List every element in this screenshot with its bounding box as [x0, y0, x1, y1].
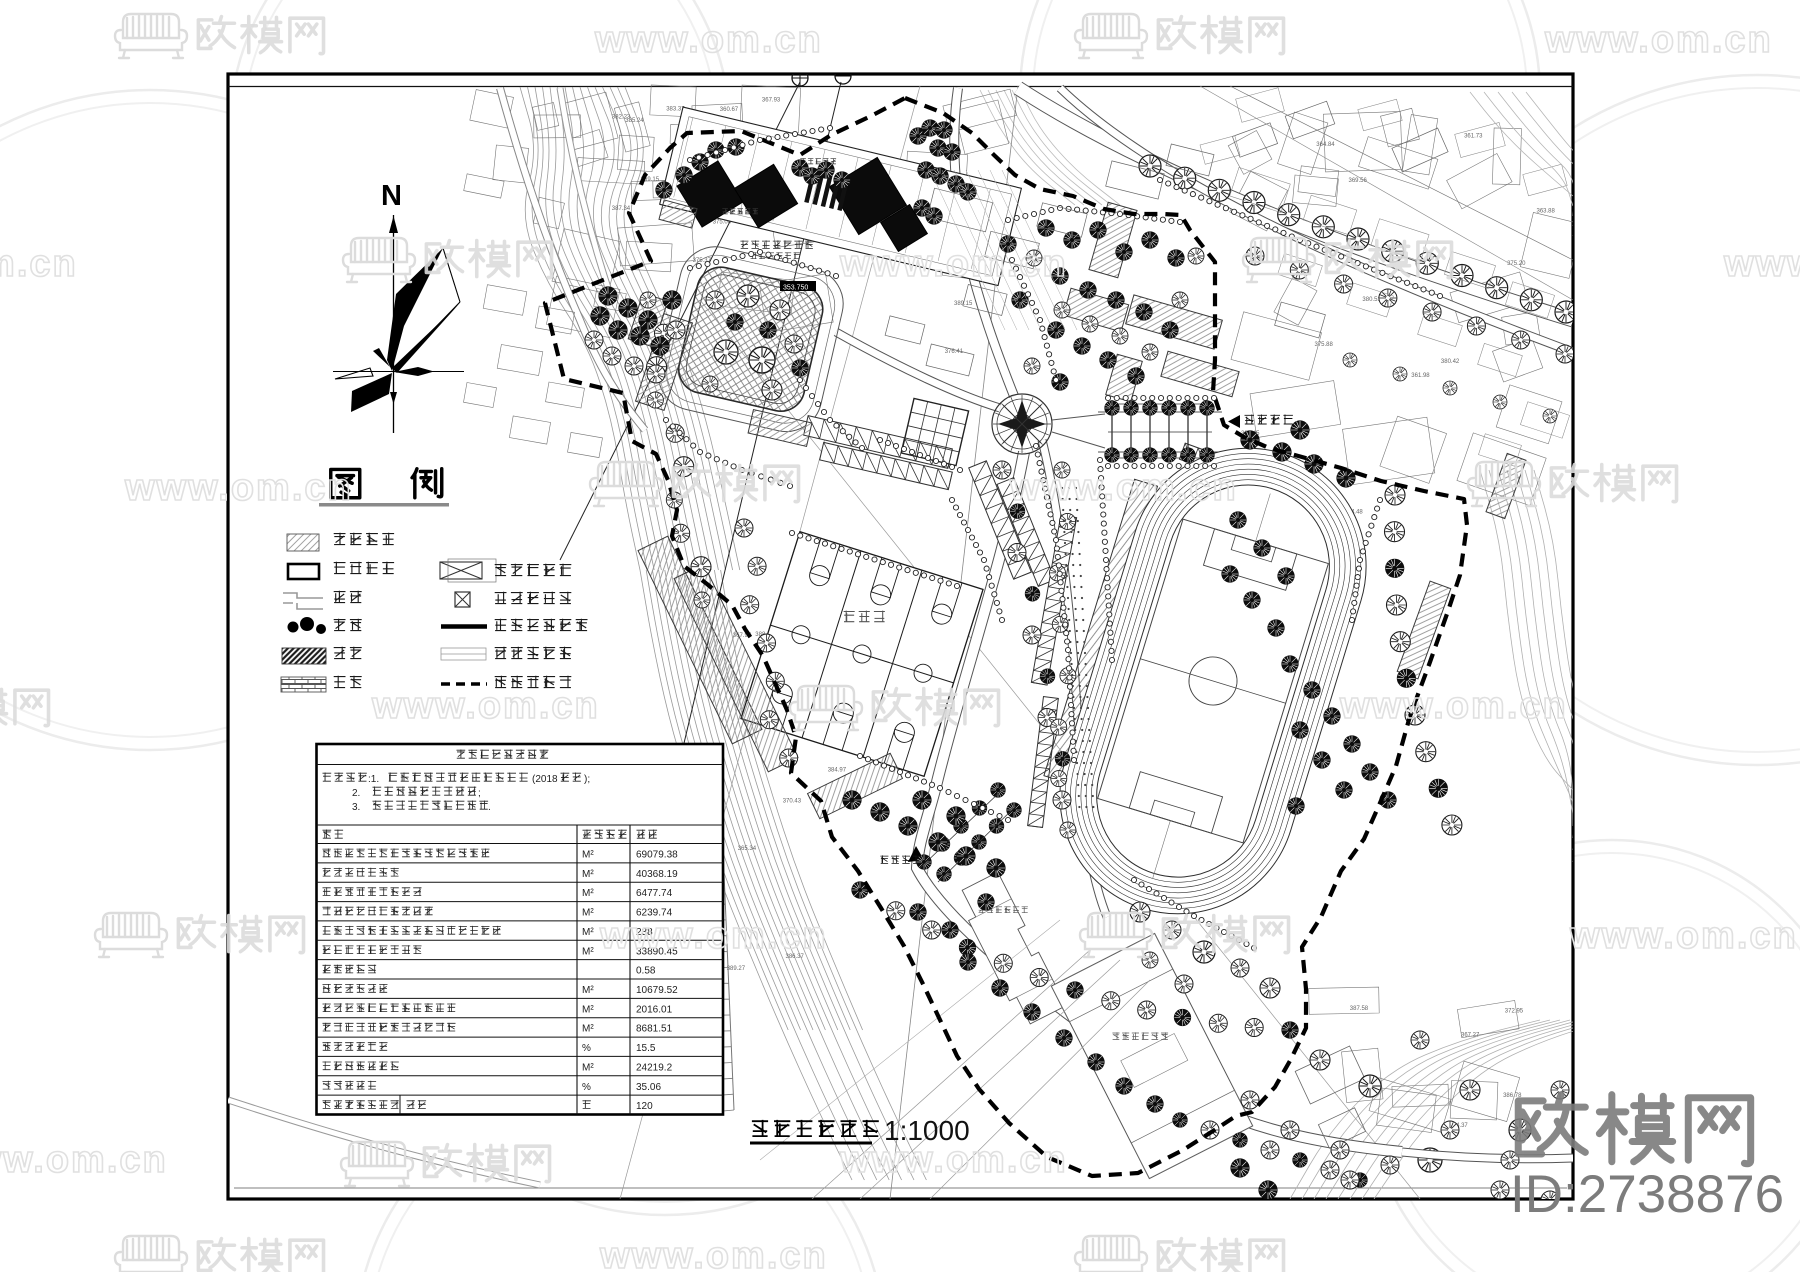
svg-text:361.98: 361.98	[1411, 373, 1430, 379]
svg-text:1:1000: 1:1000	[884, 1115, 970, 1146]
svg-text:372.95: 372.95	[1505, 1008, 1524, 1014]
svg-text:384.97: 384.97	[828, 767, 847, 773]
svg-text:375.37: 375.37	[693, 258, 712, 264]
svg-text:M²: M²	[582, 1024, 594, 1035]
svg-text:%: %	[582, 1043, 591, 1054]
svg-text:120: 120	[636, 1101, 653, 1112]
svg-text:M²: M²	[582, 850, 594, 861]
svg-text:.: .	[488, 802, 491, 813]
svg-text:);: );	[584, 774, 590, 785]
svg-text:360.67: 360.67	[720, 107, 739, 113]
svg-text:6239.74: 6239.74	[636, 908, 673, 919]
svg-text:33890.45: 33890.45	[636, 946, 678, 957]
svg-text:M²: M²	[582, 908, 594, 919]
svg-text:M²: M²	[582, 869, 594, 880]
svg-text:367.97: 367.97	[733, 633, 752, 639]
svg-text:385.24: 385.24	[625, 118, 644, 124]
svg-text:40368.19: 40368.19	[636, 869, 678, 880]
svg-text:M²: M²	[582, 888, 594, 899]
svg-text:3.: 3.	[352, 802, 360, 813]
svg-text:389.27: 389.27	[727, 966, 746, 972]
svg-text:M²: M²	[582, 985, 594, 996]
svg-text:375.20: 375.20	[1507, 261, 1526, 267]
svg-text:www.om.cn: www.om.cn	[839, 243, 1068, 285]
svg-text:0.58: 0.58	[636, 966, 656, 977]
svg-text:ID:2738876: ID:2738876	[1510, 1165, 1784, 1224]
svg-text:;: ;	[478, 788, 481, 799]
svg-text:380.42: 380.42	[1441, 359, 1460, 365]
svg-text:364.48: 364.48	[1344, 510, 1363, 516]
svg-text:www.om.cn: www.om.cn	[124, 467, 353, 509]
svg-text:364.84: 364.84	[1316, 142, 1335, 148]
svg-text:369.15: 369.15	[641, 177, 660, 183]
svg-text:386.78: 386.78	[1503, 1093, 1522, 1099]
svg-text:www.om.cn: www.om.cn	[599, 1235, 828, 1272]
svg-text:375.88: 375.88	[1315, 342, 1334, 348]
svg-text:376.41: 376.41	[945, 349, 964, 355]
svg-text:363.88: 363.88	[1537, 209, 1556, 215]
svg-text:www.om.cn: www.om.cn	[1009, 467, 1238, 509]
svg-text:370.43: 370.43	[783, 798, 802, 804]
svg-text:M²: M²	[582, 927, 594, 938]
svg-text:384.37: 384.37	[1449, 1123, 1468, 1129]
svg-text::1.: :1.	[368, 774, 379, 785]
svg-text:www.om.cn: www.om.cn	[0, 243, 78, 285]
svg-text:361.73: 361.73	[1464, 134, 1483, 140]
svg-text:www.om.cn: www.om.cn	[1569, 915, 1798, 957]
svg-text:15.5: 15.5	[636, 1043, 656, 1054]
svg-text:380.51: 380.51	[1362, 297, 1381, 303]
svg-text:%: %	[582, 1082, 591, 1093]
svg-text:www.om.cn: www.om.cn	[594, 19, 823, 61]
svg-text:www.om.cn: www.om.cn	[839, 1139, 1068, 1181]
svg-text:387.58: 387.58	[1350, 1006, 1369, 1012]
svg-text:M²: M²	[582, 946, 594, 957]
svg-text:www.om.cn: www.om.cn	[1339, 685, 1568, 727]
svg-text:N: N	[381, 180, 402, 212]
svg-text:8681.51: 8681.51	[636, 1024, 673, 1035]
svg-text:24219.2: 24219.2	[636, 1062, 673, 1073]
svg-text:6477.74: 6477.74	[636, 888, 673, 899]
svg-text:69079.38: 69079.38	[636, 850, 678, 861]
svg-text:M²: M²	[582, 1062, 594, 1073]
svg-text:www.om.cn: www.om.cn	[0, 1139, 168, 1181]
svg-text:www.om.cn: www.om.cn	[1723, 243, 1800, 285]
svg-text:238: 238	[636, 927, 653, 938]
svg-text:365.34: 365.34	[738, 846, 757, 852]
svg-text:2016.01: 2016.01	[636, 1004, 673, 1015]
svg-text:367.93: 367.93	[762, 97, 781, 103]
svg-text:10679.52: 10679.52	[636, 985, 678, 996]
svg-text:www.om.cn: www.om.cn	[599, 915, 828, 957]
svg-text:367.27: 367.27	[1461, 1032, 1480, 1038]
svg-text:www.om.cn: www.om.cn	[371, 685, 600, 727]
svg-text:369.56: 369.56	[1349, 178, 1368, 184]
svg-text:353.750: 353.750	[783, 285, 808, 292]
svg-text:2.: 2.	[352, 788, 360, 799]
svg-text:M²: M²	[582, 1004, 594, 1015]
svg-text:382.23: 382.23	[612, 114, 631, 120]
svg-text:375.08: 375.08	[713, 219, 732, 225]
svg-text:35.06: 35.06	[636, 1082, 661, 1093]
svg-text:387.34: 387.34	[612, 206, 631, 212]
svg-text:(2018: (2018	[532, 774, 558, 785]
svg-text:383.37: 383.37	[666, 106, 685, 112]
svg-text:386.37: 386.37	[786, 954, 805, 960]
svg-text:www.om.cn: www.om.cn	[1544, 19, 1773, 61]
